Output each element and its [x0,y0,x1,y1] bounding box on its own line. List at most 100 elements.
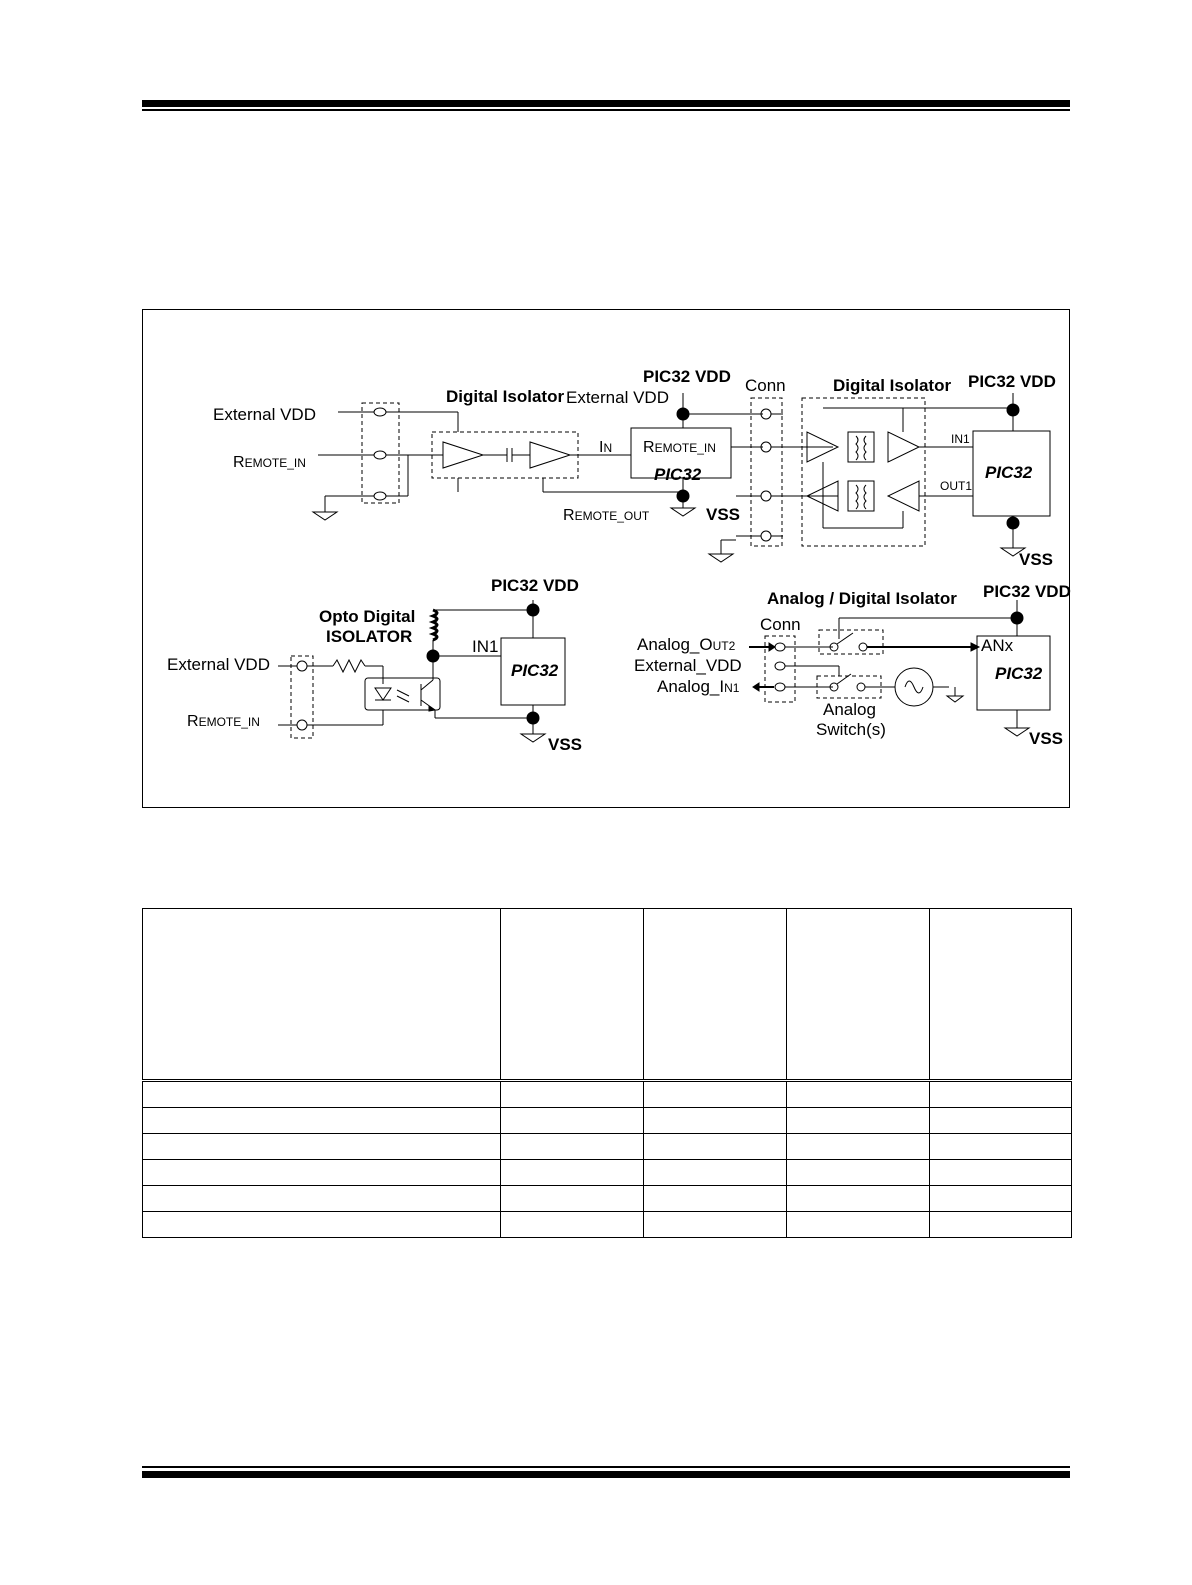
data-table [142,908,1072,1238]
pic32-vdd-label-4: PIC32 VDD [983,582,1071,601]
external-vdd-analog-label: External_VDD [634,656,742,675]
out1-label: OUT1 [940,479,972,493]
table-row [142,1211,1072,1238]
resistor-icon [332,658,366,674]
table-header-cell [929,908,1072,1082]
digital-isolator-left-circuit: External VDD REMOTE_IN Digital Isolator … [213,367,763,524]
connector-pin [760,530,772,542]
opto-isolator-circuit: PIC32 VDD Opto Digital ISOLATOR External… [167,576,582,754]
pic32-label-4: PIC32 [995,664,1043,683]
pic32-label-1: PIC32 [654,465,702,484]
table-header-cell [643,908,787,1082]
vss-label-4: VSS [1029,729,1063,748]
buffer-icon [886,480,920,512]
connector-pin [373,407,387,417]
analog-switch-label-line1: Analog [823,700,876,719]
table-row [142,1185,1072,1212]
conn-label-1: Conn [745,376,786,395]
vss-label-2: VSS [1019,550,1053,569]
opto-label-line1: Opto Digital [319,607,415,626]
remote-in-box-label: REMOTE_IN [643,439,716,456]
conn-label-2: Conn [760,615,801,634]
table-header-cell [500,908,644,1082]
analog-switch-box [818,629,884,655]
junction-dot [1006,516,1020,530]
resistor-icon [428,608,439,642]
junction-dot [676,489,690,503]
connector-box-3 [290,655,314,739]
ground-icon [669,507,697,517]
table-header-row [142,908,1072,1082]
buffer-icon [529,441,572,469]
anx-label: ANx [981,636,1014,655]
ground-icon [707,553,735,563]
ground-icon [311,511,339,521]
table-row [142,1159,1072,1186]
table-header-cell [142,908,501,1082]
switch-contact [829,642,839,652]
buffer-icon [806,431,840,463]
optocoupler-box [364,677,441,711]
digital-isolator-label-1: Digital Isolator [446,387,564,406]
remote-in-left-label: REMOTE_IN [233,454,306,471]
junction-dot [526,603,540,617]
buffer-icon [442,441,485,469]
remote-out-label: REMOTE_OUT [563,507,650,524]
digital-isolator-label-2: Digital Isolator [833,376,951,395]
pic32-box-1 [630,427,732,479]
external-vdd-opto-label: External VDD [167,655,270,674]
connector-pin [774,642,786,652]
external-vdd-mid-label: External VDD [566,388,669,407]
ground-icon [1003,727,1031,737]
pic32-vdd-label-3: PIC32 VDD [491,576,579,595]
vss-label-3: VSS [548,735,582,754]
in1-label: IN1 [951,432,970,446]
junction-dot [526,711,540,725]
ground-icon [999,547,1027,557]
pic32-label-3: PIC32 [511,661,559,680]
pic32-box-4 [976,635,1051,711]
led-icon [374,687,392,701]
digital-isolator-right-circuit: Conn Digital Isolator PIC32 VDD [707,372,1056,569]
connector-box-2 [750,397,783,547]
analog-digital-isolator-circuit: Analog / Digital Isolator PIC32 VDD Conn… [634,582,1071,748]
transformer-icon [847,431,875,463]
analog-in1-label: Analog_IN1 [657,677,740,696]
ground-icon [519,733,547,743]
vss-label-1: VSS [706,505,740,524]
in1-opto-label: IN1 [472,637,498,656]
remote-in-opto-label: REMOTE_IN [187,713,260,730]
in-label: IN [599,439,612,456]
pic32-vdd-label-2: PIC32 VDD [968,372,1056,391]
transformer-icon [847,480,875,512]
connector-pin [373,450,387,460]
footer-rule-thick [142,1471,1070,1478]
external-vdd-left-label: External VDD [213,405,316,424]
ground-icon [945,695,965,703]
header-rule-thin [142,109,1070,111]
analog-digital-isolator-label: Analog / Digital Isolator [767,589,957,608]
connector-pin [296,660,308,672]
connector-box-4 [764,635,796,703]
switch-contact [858,642,868,652]
table-row [142,1133,1072,1160]
junction-dot [1006,403,1020,417]
connector-box-1 [361,402,400,504]
opto-label-line2: ISOLATOR [326,627,412,646]
buffer-icon [887,431,921,463]
switch-contact [829,682,839,692]
isolation-circuits-figure: External VDD REMOTE_IN Digital Isolator … [142,309,1071,808]
analog-switch-label-line2: Switch(s) [816,720,886,739]
digital-isolator-box-2 [801,397,926,547]
table-row [142,1080,1072,1108]
header-rule-thick [142,100,1070,107]
switch-contact [856,682,866,692]
connector-pin [373,491,387,501]
connector-pin [296,719,308,731]
analog-out2-label: Analog_OUT2 [637,635,736,654]
connector-pin [760,490,772,502]
pic32-vdd-label-1: PIC32 VDD [643,367,731,386]
pic32-box-2 [972,430,1051,517]
pic32-label-2: PIC32 [985,463,1033,482]
junction-dot [1010,611,1024,625]
